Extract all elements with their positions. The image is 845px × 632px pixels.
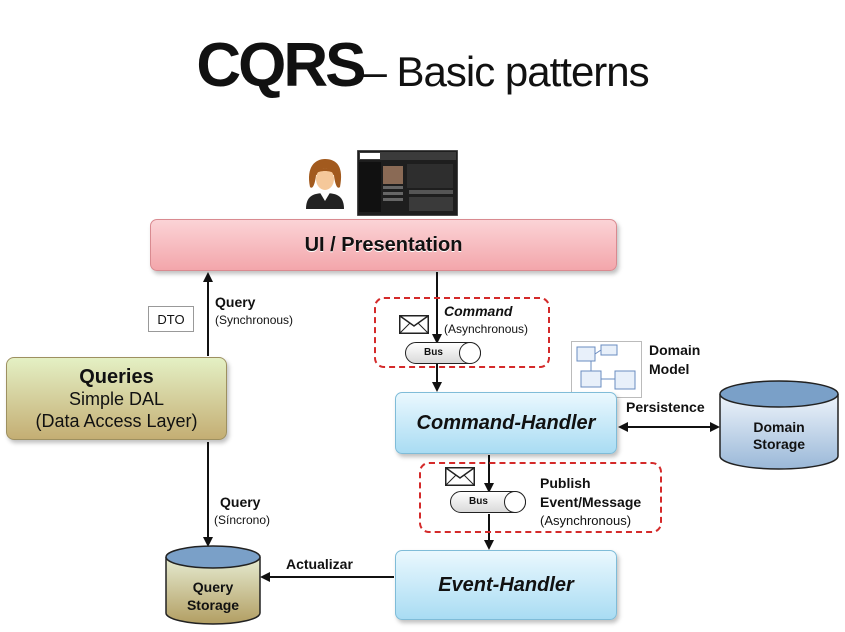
event-handler-label: Event-Handler (438, 573, 574, 596)
command-handler-label: Command-Handler (416, 411, 596, 434)
dto-label: DTO (157, 311, 185, 327)
envelope-icon-2 (445, 467, 475, 486)
domain-storage-line2: Storage (752, 436, 806, 452)
bus-cap (459, 341, 481, 364)
bus-cap-2 (504, 490, 526, 513)
command-sub: (Asynchronous) (444, 322, 529, 336)
command-handler-box: Command-Handler (395, 392, 617, 454)
user-icon (306, 159, 344, 209)
domain-model-line1: Domain (649, 342, 701, 358)
page-title: CQRS– Basic patterns (0, 30, 845, 101)
query-sync-label: Query (215, 294, 256, 310)
query-sincrono-label: Query (220, 494, 261, 510)
publish-bus-group (419, 462, 662, 533)
domain-storage-cylinder (719, 380, 839, 470)
query-storage-line2: Storage (186, 597, 240, 613)
publish-line1: Publish (540, 475, 591, 491)
queries-box: Queries Simple DAL (Data Access Layer) (6, 357, 227, 440)
query-storage: Query Storage (165, 545, 261, 625)
query-sync-sub: (Synchronous) (215, 313, 294, 327)
ui-presentation-box: UI / Presentation (150, 219, 617, 271)
envelope-icon (399, 315, 429, 334)
title-main: CQRS (196, 31, 366, 100)
event-handler-box: Event-Handler (395, 550, 617, 620)
ui-presentation-label: UI / Presentation (304, 233, 463, 256)
command-bus-group (374, 297, 550, 368)
actualizar-label: Actualizar (286, 556, 353, 572)
domain-storage: Domain Storage (719, 380, 839, 470)
event-bus: Bus (450, 490, 526, 513)
query-sincrono-sub: (Síncrono) (214, 513, 271, 527)
publish-line3: (Asynchronous) (540, 513, 632, 528)
app-screenshot-icon (357, 150, 458, 216)
command-bus-label: Bus (424, 347, 443, 358)
title-rest: – Basic patterns (363, 48, 649, 95)
queries-line3: (Data Access Layer) (35, 410, 198, 431)
dto-box: DTO (148, 306, 194, 332)
event-bus-label: Bus (469, 496, 488, 507)
queries-line2: Simple DAL (68, 388, 165, 409)
command-bus: Bus (405, 341, 481, 364)
domain-model-line2: Model (649, 361, 690, 377)
domain-storage-line1: Domain (753, 419, 805, 435)
query-storage-line1: Query (192, 579, 234, 595)
command-label: Command (444, 303, 513, 319)
query-storage-cylinder (165, 545, 261, 625)
publish-line2: Event/Message (540, 494, 642, 510)
persistence-label: Persistence (626, 399, 705, 415)
queries-title: Queries (79, 365, 154, 388)
domain-model-diagram-icon (571, 341, 642, 398)
